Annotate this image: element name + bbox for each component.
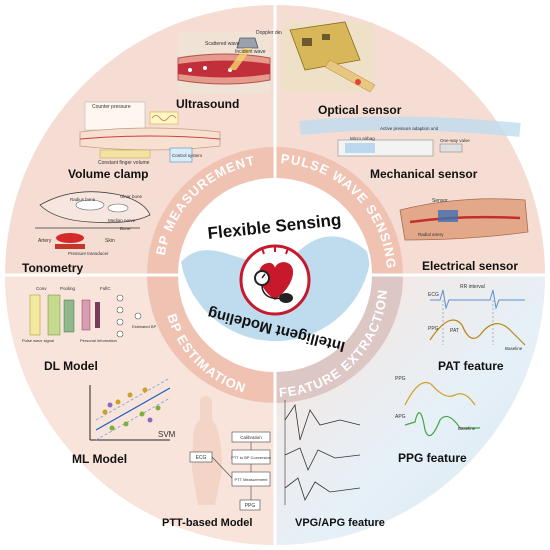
electrical-sensor-illustration [399,198,529,241]
annot-baseline-pat: Baseline [505,346,523,351]
annot-active-pressure: Active pressure adaption unit [380,126,439,131]
annot-pressure-transducer: Pressure transducer [68,251,109,256]
ppg-feature-illustration [404,381,480,437]
annot-baseline-ppg: Baseline [458,426,476,431]
annot-ulnar-bone: Ulnar bone [120,194,143,199]
annot-bone: Bone [120,226,131,231]
item-mechanical-sensor: Mechanical sensor [370,167,478,181]
vpg-apg-illustration [284,400,361,505]
item-electrical-sensor: Electrical sensor [422,259,518,273]
sphygmomanometer-icon [254,270,293,303]
volume-clamp-illustration [79,101,221,163]
item-tonometry: Tonometry [22,261,83,275]
item-vpg-apg-feature: VPG/APG feature [295,517,385,529]
annot-pulse-wave-signal: Pulse wave signal [22,338,54,343]
annot-scattered-wave: Scattered wave [205,41,240,47]
annot-control-system: Control system [172,153,202,158]
annot-counter-pressure: Counter pressure [92,104,131,110]
item-dl-model: DL Model [44,359,98,373]
annot-median-nerve: Median nerve [108,218,136,223]
item-ultrasound: Ultrasound [176,97,239,111]
ml-model-illustration [89,377,171,441]
annot-radius-bone: Radius bone [70,197,96,202]
annot-doppler-device: Doppler device [256,30,290,36]
annot-personal-information: Personal Information [80,338,117,343]
dl-model-illustration [29,294,142,338]
annot-svm: SVM [158,430,176,439]
annot-radial-artery: Radial artery [418,232,444,237]
annot-skin: Skin [105,238,115,244]
pat-feature-illustration [429,289,526,346]
annot-ppg-pat: PPG [428,326,439,332]
annot-sensor: Sensor [432,198,448,204]
annot-ecg-ptt: ECG [196,455,207,461]
annot-conv: Conv [36,286,47,291]
optical-sensor-illustration [282,21,376,93]
item-ml-model: ML Model [72,452,127,466]
annot-apg: APG [395,414,406,420]
annot-ptt-measurement: PTT Measurement [234,477,268,482]
mechanical-sensor-illustration [299,116,521,157]
annot-pooling: Pooling [60,286,76,291]
item-optical-sensor: Optical sensor [318,103,402,117]
item-pat-feature: PAT feature [438,359,504,373]
annot-ppg: PPG [395,376,406,382]
annot-ecg: ECG [428,292,439,298]
annot-rr-interval: RR interval [460,284,485,290]
annot-constant-finger-volume: Constant finger volume [98,160,150,166]
annot-ppg-ptt: PPG [245,503,256,509]
item-ppg-feature: PPG feature [398,451,467,465]
item-ptt-based-model: PTT-based Model [162,517,252,529]
ultrasound-illustration [177,32,271,94]
tonometry-illustration [35,191,151,249]
annot-ptt-to-bp: PTT to BP Conversion [231,455,271,460]
annot-artery: Artery [38,238,52,244]
annot-estimated-bp: Estimated BP [132,324,157,329]
annot-one-way-valve: One-way valve [440,138,470,143]
heart-icon [239,244,311,316]
item-volume-clamp: Volume clamp [68,167,148,181]
annot-pat: PAT [450,328,459,334]
ptt-model-illustration [189,396,271,511]
annot-calibration: Calibration [240,435,262,440]
annot-fullc: FullC [100,286,111,291]
annot-micro-airbag: Micro airbag [350,136,375,141]
annot-incident-wave: Incident wave [235,49,266,55]
